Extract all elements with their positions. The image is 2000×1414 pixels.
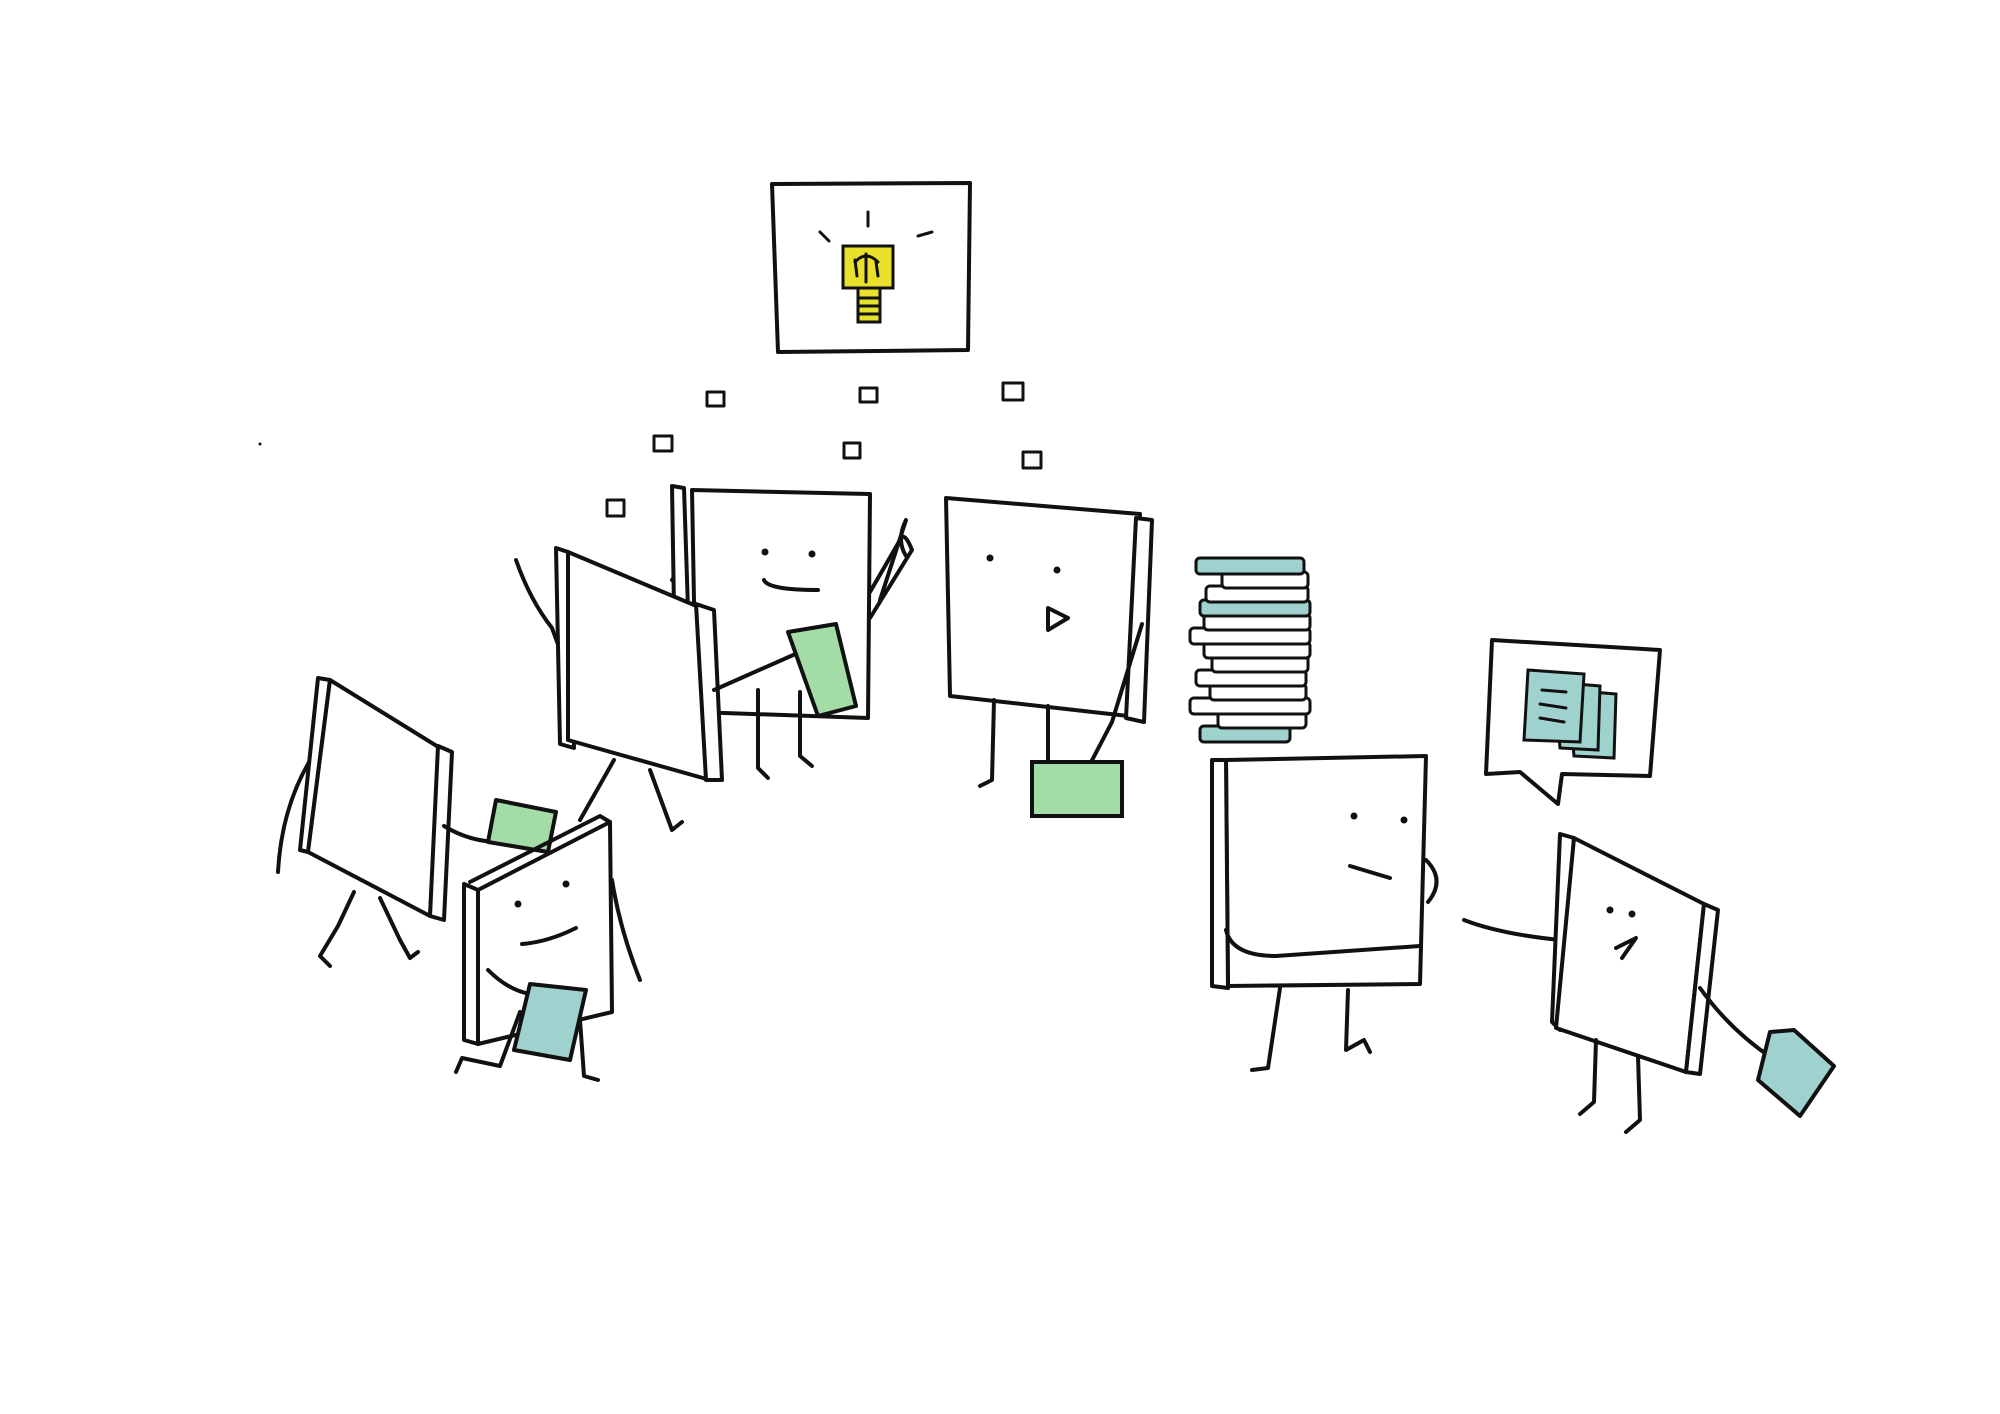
book-character-smiling-right <box>878 496 1154 818</box>
book-character-speaking <box>1462 638 1836 1134</box>
book-character-walking-left <box>276 676 502 968</box>
lightbulb-icon <box>818 210 934 324</box>
idea-particles <box>605 381 1043 518</box>
book-character-with-green-card <box>514 546 858 832</box>
book-character-carrying-books <box>1188 556 1439 1072</box>
idea-box <box>770 181 972 354</box>
document-stack-icon <box>1522 668 1618 760</box>
book-stack <box>1188 556 1312 744</box>
book-character-running <box>454 798 642 1082</box>
